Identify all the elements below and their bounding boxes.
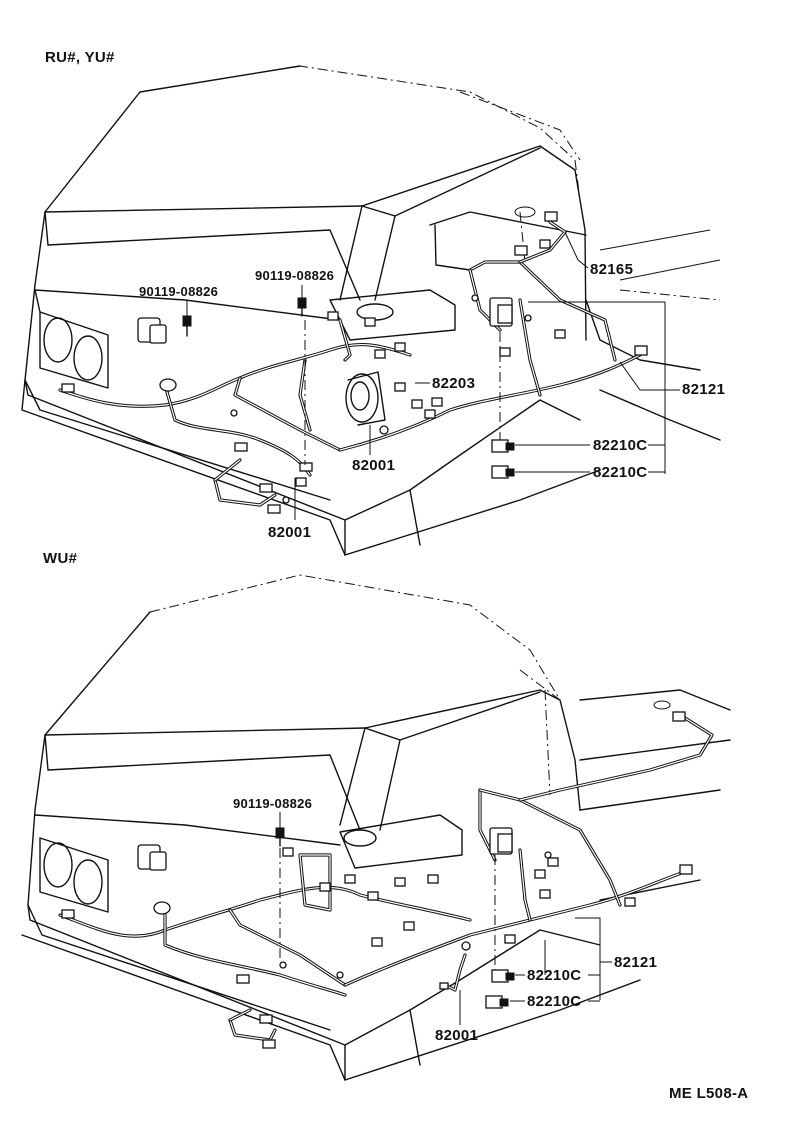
part-label: 90119-08826 (255, 268, 335, 283)
wire-harness-bottom (58, 716, 714, 1042)
part-label: 82165 (590, 261, 634, 278)
section-title-top: RU#, YU# (45, 49, 115, 66)
part-label: 82001 (352, 457, 396, 474)
part-label: 90119-08826 (139, 284, 219, 299)
part-label: 82210C (593, 464, 648, 481)
section-title-bottom: WU# (43, 550, 78, 567)
part-label: 82210C (527, 993, 582, 1010)
vehicle-body-bottom (21, 574, 731, 1081)
part-label: 90119-08826 (233, 796, 313, 811)
connectors-top (61, 211, 648, 514)
wire-harness-top (58, 220, 642, 507)
part-label: 82210C (593, 437, 648, 454)
part-label: 82001 (435, 1027, 479, 1044)
vehicle-body-top (21, 65, 721, 556)
part-label: 82121 (614, 954, 658, 971)
part-label: 82203 (432, 375, 476, 392)
part-label: 82001 (268, 524, 312, 541)
leader-lines-top (186, 231, 680, 520)
leader-lines-bottom (279, 812, 612, 1025)
part-label: 82210C (527, 967, 582, 984)
connectors-bottom (61, 711, 693, 1049)
diagram-code: ME L508-A (669, 1085, 749, 1102)
part-label: 82121 (682, 381, 726, 398)
